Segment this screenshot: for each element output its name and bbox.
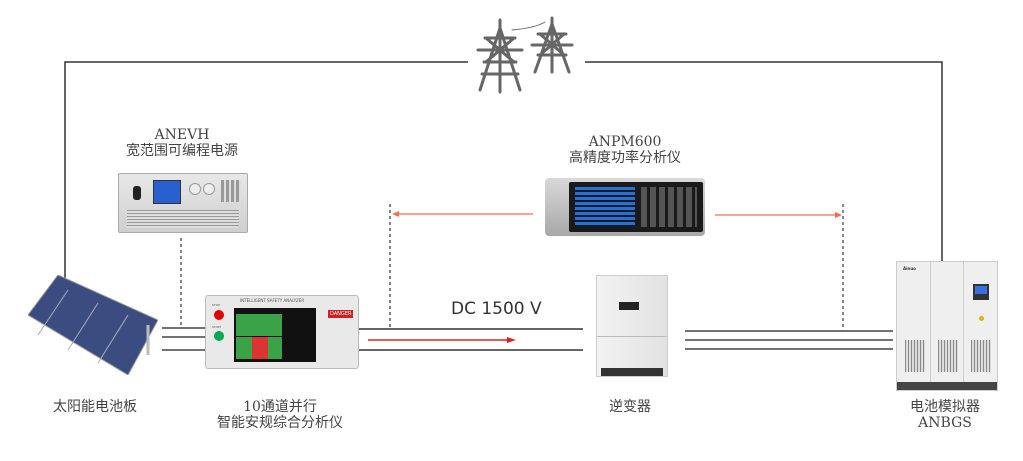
power-supply-name: 宽范围可编程电源 [126,143,238,159]
vent-grille [971,340,991,372]
vent-grille [938,340,958,372]
battery-simulator-device: Ainuo [896,261,998,391]
knob-icon [203,183,215,195]
control-screen [973,284,989,300]
arrow-head-icon [392,211,399,217]
battery-simulator-label: 电池模拟器 ANBGS [880,399,1010,431]
connector-strip [601,368,663,376]
display-screen [153,180,181,204]
safety-analyzer-label: 10通道并行 智能安规综合分析仪 [190,399,370,431]
power-analyzer-device [545,178,705,236]
grid-wire-left [64,61,468,282]
safety-analyzer-device: INTELLIGENT SAFETY ANALYZER DANGER STOP … [205,295,359,369]
power-analyzer-name: 高精度功率分析仪 [569,150,681,166]
panel-title: INTELLIGENT SAFETY ANALYZER [240,298,305,303]
power-analyzer-model: ANPM600 [588,134,662,150]
battery-simulator-name: 电池模拟器 [910,399,980,415]
display-screen [234,308,316,362]
inverter-device [596,275,668,377]
keypad-icon [221,180,241,202]
start-label: START [212,325,222,329]
button-panel [641,187,697,227]
power-supply-label: ANEVH 宽范围可编程电源 [112,127,252,159]
solar-panel-device [27,274,159,376]
power-analyzer-label: ANPM600 高精度功率分析仪 [555,134,695,166]
power-supply-device [118,173,248,233]
safety-analyzer-line1: 10通道并行 [243,399,317,415]
base [897,382,997,390]
display-screen [575,187,635,227]
arrow-head-icon [835,212,842,218]
solar-panel-label: 太阳能电池板 [53,399,137,415]
power-switch-icon [133,186,141,200]
power-tower-icon [476,16,574,94]
grid-wire-right [585,61,943,262]
start-button [214,331,224,341]
emergency-stop-icon [979,316,984,321]
knob-icon [189,183,201,195]
power-supply-model: ANEVH [154,127,210,143]
bus-voltage-label: DC 1500 V [451,299,542,319]
battery-simulator-model: ANBGS [918,415,972,431]
stop-button [214,310,224,320]
danger-badge: DANGER [328,310,354,318]
stop-label: STOP [212,303,220,307]
safety-analyzer-line2: 智能安规综合分析仪 [217,415,343,431]
inverter-display [619,302,639,310]
arrow-head-icon [507,337,516,343]
brand-logo: Ainuo [903,266,916,271]
vent-grille [127,210,239,228]
vent-grille [905,340,925,372]
inverter-label: 逆变器 [609,399,651,415]
